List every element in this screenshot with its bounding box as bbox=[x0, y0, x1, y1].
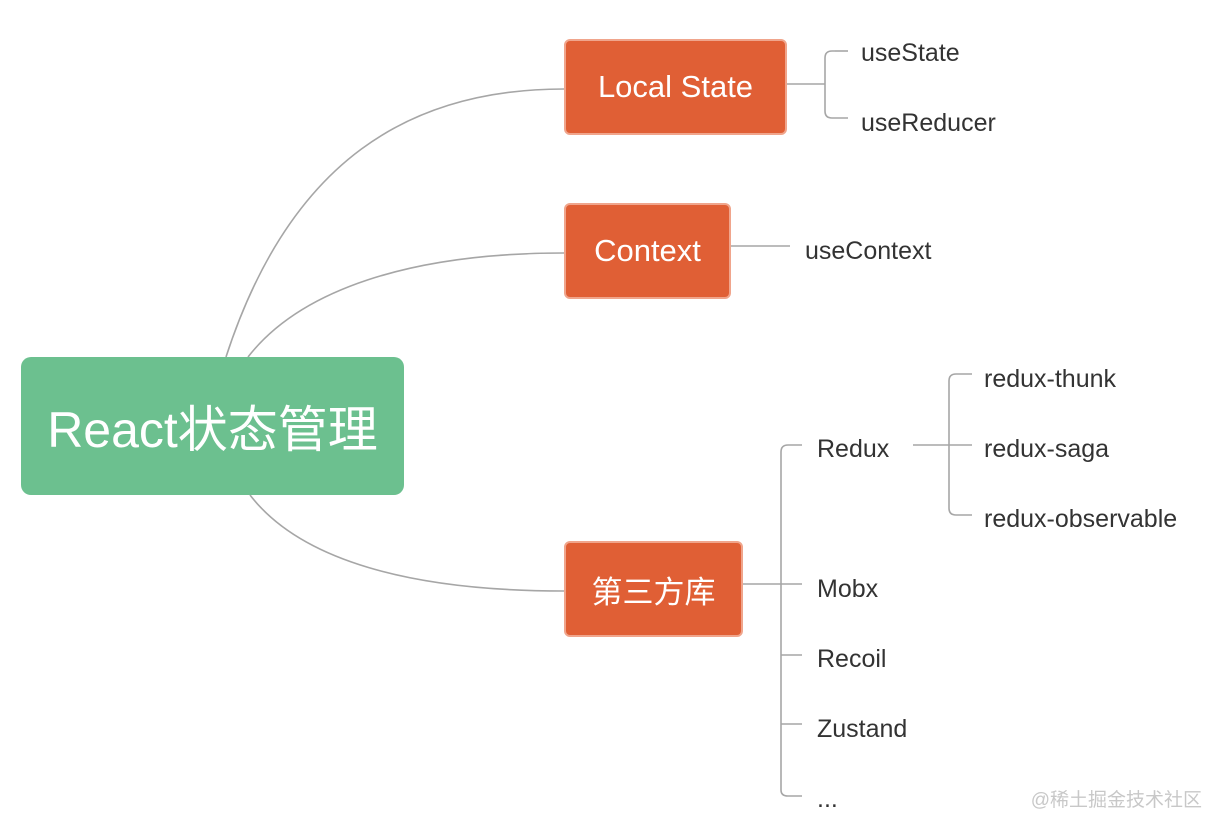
root-node: React状态管理 bbox=[21, 357, 404, 495]
edge-root-third-party bbox=[249, 494, 565, 592]
leaf-recoil: Recoil bbox=[817, 645, 887, 673]
leaf-zustand: Zustand bbox=[817, 715, 908, 743]
edge-third-bracket bbox=[780, 444, 802, 797]
leaf-use-state: useState bbox=[861, 39, 960, 67]
branch-node-third-party: 第三方库 bbox=[564, 541, 743, 637]
leaf-ellipsis: ... bbox=[817, 785, 838, 813]
edge-root-context bbox=[247, 252, 565, 358]
edge-local-bracket bbox=[824, 50, 848, 119]
leaf-redux: Redux bbox=[817, 435, 890, 463]
leaf-use-context: useContext bbox=[805, 237, 932, 265]
edge-root-local-state bbox=[225, 88, 565, 358]
leaf-mobx: Mobx bbox=[817, 575, 879, 603]
watermark-text: @稀土掘金技术社区 bbox=[1030, 790, 1202, 811]
branch-node-local-state: Local State bbox=[564, 39, 787, 135]
leaf-redux-saga: redux-saga bbox=[984, 435, 1110, 463]
leaf-redux-thunk: redux-thunk bbox=[984, 365, 1117, 393]
leaf-redux-observable: redux-observable bbox=[984, 505, 1178, 533]
branch-node-context: Context bbox=[564, 203, 731, 299]
leaf-use-reducer: useReducer bbox=[861, 109, 996, 137]
